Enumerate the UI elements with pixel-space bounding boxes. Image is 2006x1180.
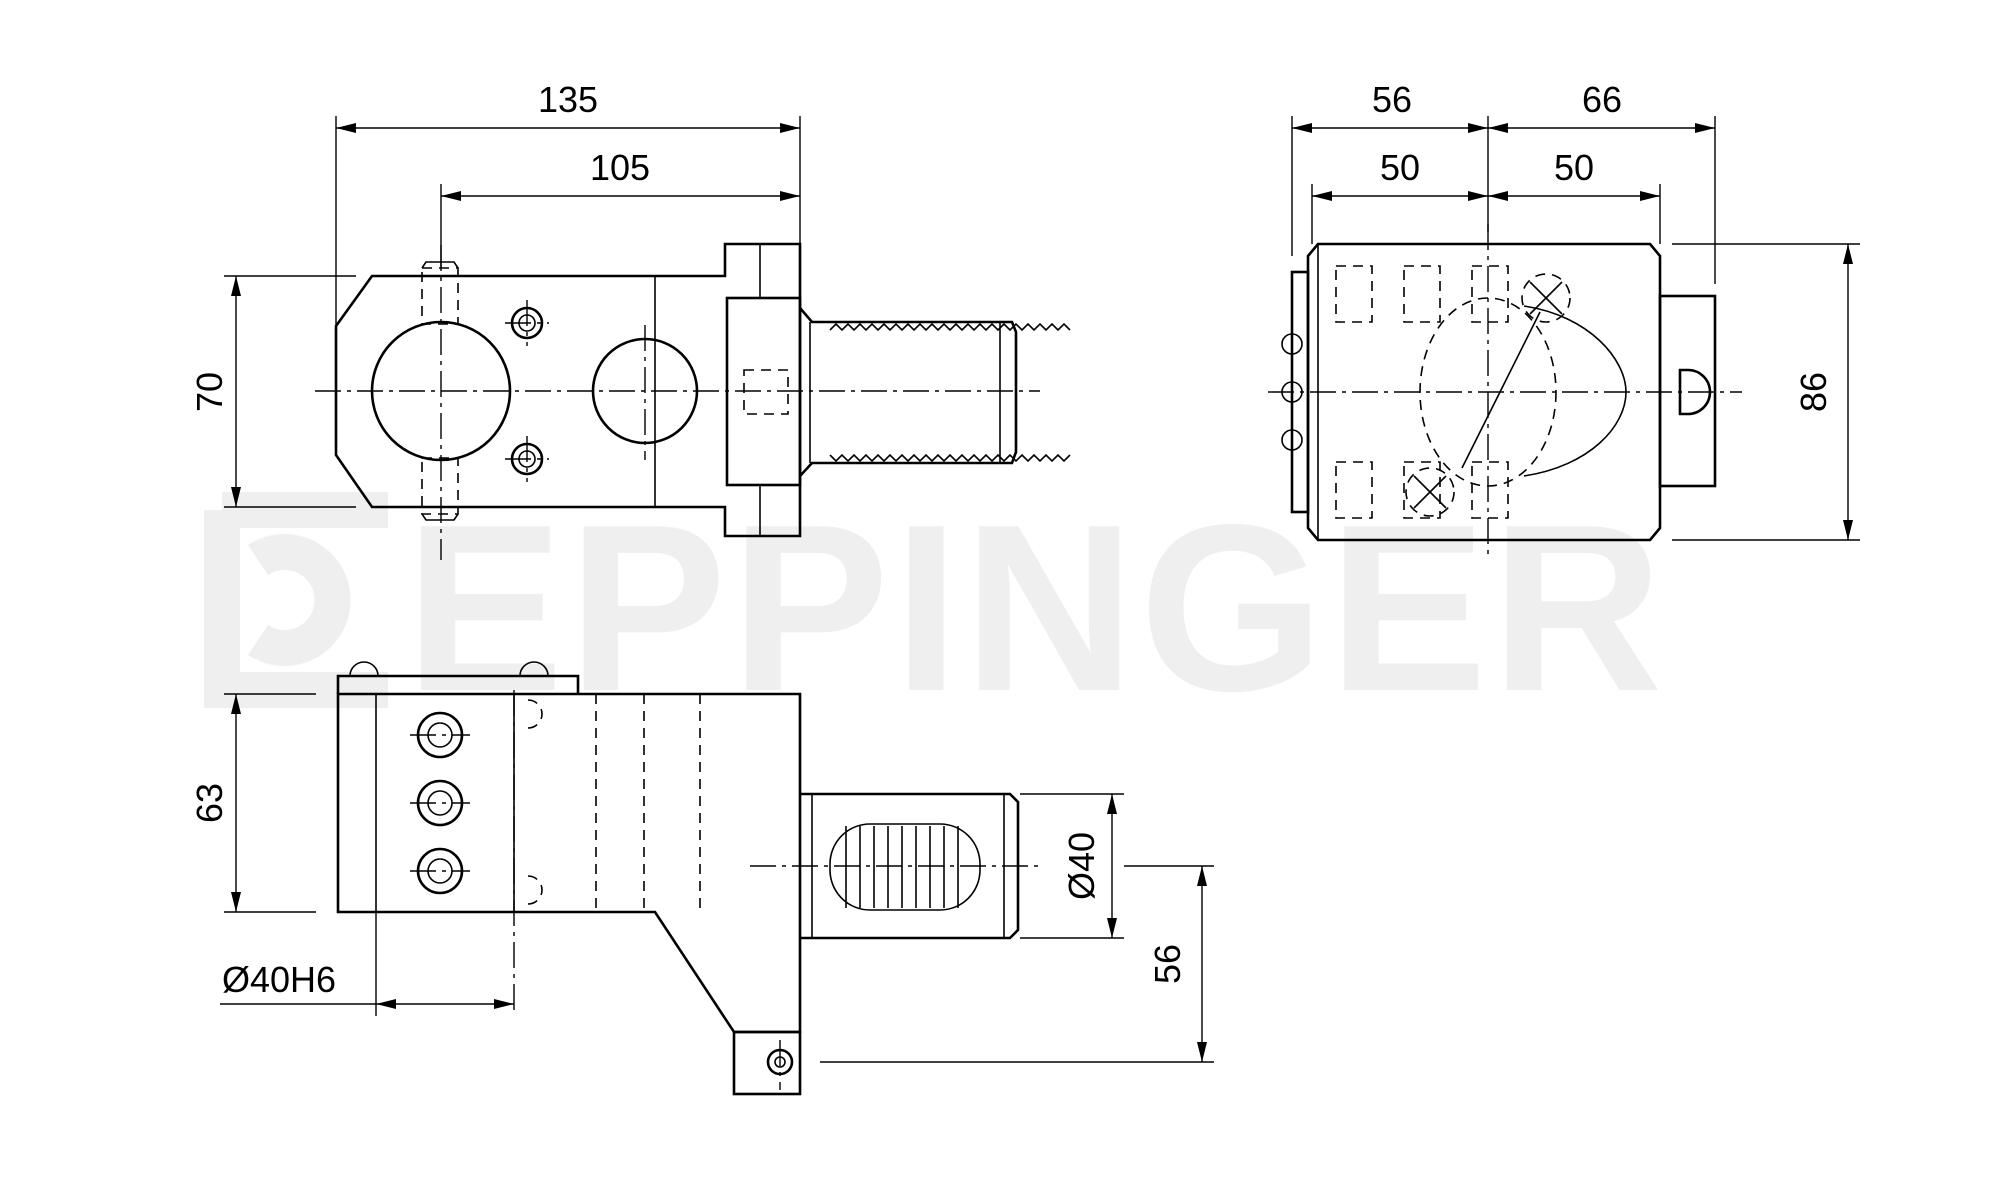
dim-overall-length: 135 <box>538 79 598 120</box>
dim-bore-diameter: Ø40H6 <box>222 959 336 1000</box>
dim-shank-diameter: Ø40 <box>1061 832 1102 900</box>
dim-end-right-bolt: 50 <box>1554 147 1594 188</box>
end-shank-stub <box>1658 294 1717 488</box>
dim-end-left-width: 56 <box>1372 79 1412 120</box>
dim-side-body-height: 63 <box>189 783 230 823</box>
front-view: 135 105 70 <box>189 79 1071 560</box>
side-view: 63 Ø40 56 Ø40H6 <box>189 661 1214 1096</box>
side-body-outline <box>336 692 802 1034</box>
dim-end-right-width: 66 <box>1582 79 1622 120</box>
dim-end-left-bolt: 50 <box>1380 147 1420 188</box>
front-shank <box>799 307 1018 477</box>
watermark-logo: EPPINGER <box>204 476 1667 741</box>
watermark-symbol-icon <box>204 492 388 708</box>
dim-end-height: 86 <box>1793 372 1834 412</box>
watermark-text: EPPINGER <box>405 476 1667 741</box>
dim-front-height: 70 <box>189 372 230 412</box>
side-foot <box>732 1030 802 1096</box>
end-view: 56 66 50 50 86 <box>1268 79 1860 560</box>
dim-axis-to-face: 105 <box>590 147 650 188</box>
dim-center-height: 56 <box>1147 944 1188 984</box>
